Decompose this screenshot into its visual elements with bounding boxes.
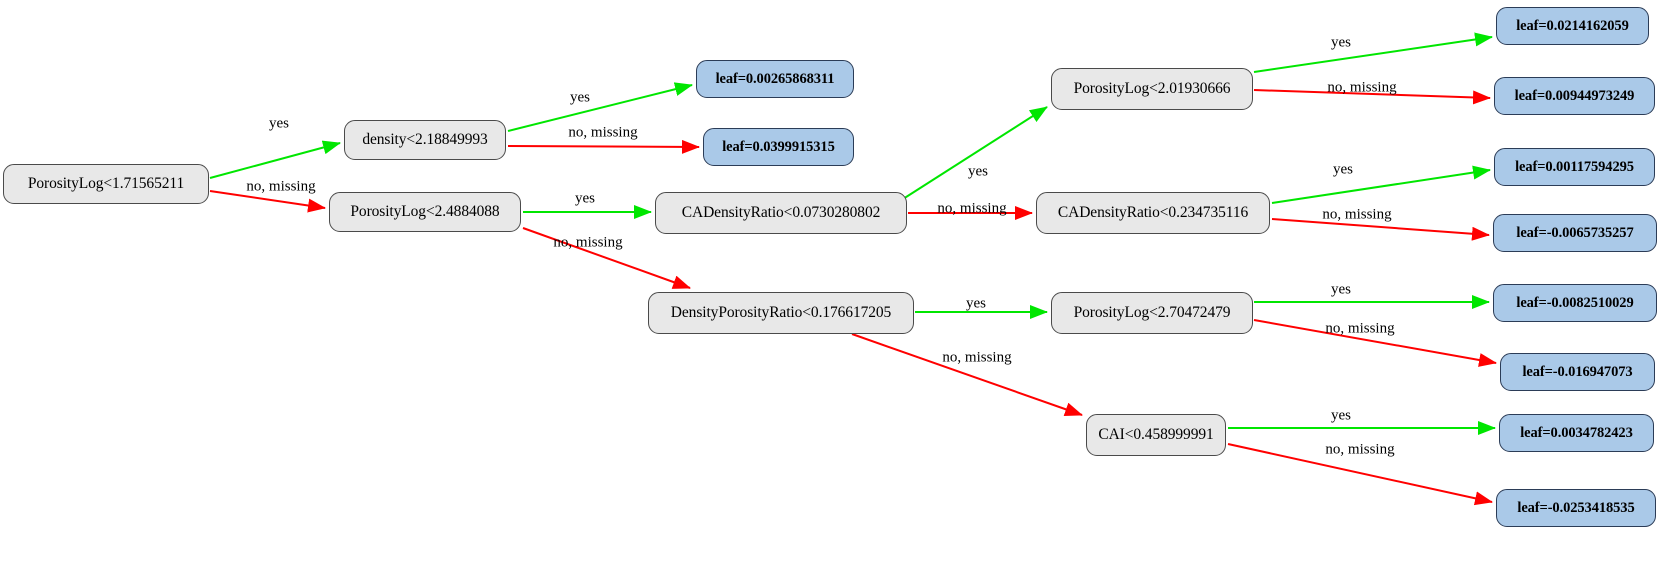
edge-label-yes: yes bbox=[1331, 281, 1351, 298]
edge-label-yes: yes bbox=[269, 115, 289, 132]
tree-edge-yes-n5-to-n7 bbox=[902, 106, 1048, 200]
edge-label-no: no, missing bbox=[1322, 206, 1392, 223]
edge-label-yes: yes bbox=[1333, 161, 1353, 178]
decision-node-n8[interactable]: CADensityRatio<0.234735116 bbox=[1036, 192, 1270, 234]
leaf-node-n4[interactable]: leaf=0.0399915315 bbox=[703, 128, 854, 166]
decision-node-n1[interactable]: density<2.18849993 bbox=[344, 120, 506, 160]
tree-edge-yes-n0-to-n1 bbox=[209, 140, 341, 179]
edge-label-no: no, missing bbox=[1327, 79, 1397, 96]
decision-node-n2[interactable]: PorosityLog<2.4884088 bbox=[329, 192, 521, 232]
tree-edge-no-n7-to-n12 bbox=[1253, 89, 1491, 105]
edge-layer bbox=[209, 32, 1497, 506]
node-label: PorosityLog<2.70472479 bbox=[1073, 304, 1231, 322]
edge-label-yes: yes bbox=[570, 89, 590, 106]
edge-label-yes: yes bbox=[968, 163, 988, 180]
edge-label-no: no, missing bbox=[1325, 320, 1395, 337]
tree-edge-no-n6-to-n10 bbox=[851, 333, 1083, 416]
node-label: leaf=0.00265868311 bbox=[715, 70, 835, 87]
edge-label-no: no, missing bbox=[246, 178, 316, 195]
leaf-node-n13[interactable]: leaf=0.00117594295 bbox=[1494, 148, 1655, 186]
edge-label-yes: yes bbox=[575, 190, 595, 207]
tree-edge-no-n8-to-n14 bbox=[1271, 218, 1490, 241]
node-label: leaf=-0.0253418535 bbox=[1517, 499, 1635, 516]
node-label: PorosityLog<2.01930666 bbox=[1073, 80, 1231, 98]
edge-label-no: no, missing bbox=[1325, 441, 1395, 458]
leaf-node-n18[interactable]: leaf=-0.0253418535 bbox=[1496, 489, 1656, 527]
node-label: leaf=0.00944973249 bbox=[1514, 87, 1635, 104]
tree-edge-yes-n8-to-n13 bbox=[1271, 165, 1491, 204]
tree-edge-no-n1-to-n4 bbox=[507, 139, 700, 154]
edge-label-no: no, missing bbox=[942, 349, 1012, 366]
node-label: density<2.18849993 bbox=[362, 131, 488, 149]
tree-edge-no-n0-to-n2 bbox=[209, 190, 326, 213]
tree-edge-yes-n1-to-n3 bbox=[507, 82, 693, 132]
leaf-node-n11[interactable]: leaf=0.0214162059 bbox=[1496, 7, 1649, 45]
edge-label-yes: yes bbox=[966, 295, 986, 312]
edge-label-no: no, missing bbox=[937, 200, 1007, 217]
edge-label-no: no, missing bbox=[553, 234, 623, 251]
tree-edge-no-n10-to-n18 bbox=[1227, 443, 1493, 506]
decision-node-n10[interactable]: CAI<0.458999991 bbox=[1086, 414, 1226, 456]
node-label: CADensityRatio<0.234735116 bbox=[1057, 204, 1249, 222]
decision-node-n7[interactable]: PorosityLog<2.01930666 bbox=[1051, 68, 1253, 110]
decision-node-n0[interactable]: PorosityLog<1.71565211 bbox=[3, 164, 209, 204]
leaf-node-n3[interactable]: leaf=0.00265868311 bbox=[696, 60, 854, 98]
node-label: leaf=-0.016947073 bbox=[1522, 363, 1633, 380]
tree-edge-yes-n7-to-n11 bbox=[1253, 32, 1493, 73]
node-label: CAI<0.458999991 bbox=[1098, 426, 1214, 444]
node-label: leaf=0.0399915315 bbox=[722, 138, 835, 155]
node-label: DensityPorosityRatio<0.176617205 bbox=[670, 304, 892, 322]
decision-node-n5[interactable]: CADensityRatio<0.0730280802 bbox=[655, 192, 907, 234]
leaf-node-n17[interactable]: leaf=0.0034782423 bbox=[1499, 414, 1654, 452]
node-label: PorosityLog<1.71565211 bbox=[27, 175, 185, 193]
node-label: leaf=0.0214162059 bbox=[1516, 17, 1629, 34]
leaf-node-n12[interactable]: leaf=0.00944973249 bbox=[1494, 77, 1655, 115]
tree-edge-no-n2-to-n6 bbox=[522, 227, 691, 289]
node-label: leaf=0.0034782423 bbox=[1520, 424, 1633, 441]
leaf-node-n15[interactable]: leaf=-0.0082510029 bbox=[1493, 284, 1657, 322]
node-label: CADensityRatio<0.0730280802 bbox=[681, 204, 881, 222]
node-label: leaf=-0.0082510029 bbox=[1516, 294, 1634, 311]
node-label: leaf=-0.0065735257 bbox=[1516, 224, 1634, 241]
decision-node-n9[interactable]: PorosityLog<2.70472479 bbox=[1051, 292, 1253, 334]
edge-label-no: no, missing bbox=[568, 124, 638, 141]
decision-node-n6[interactable]: DensityPorosityRatio<0.176617205 bbox=[648, 292, 914, 334]
tree-edge-no-n9-to-n16 bbox=[1253, 319, 1497, 367]
node-label: PorosityLog<2.4884088 bbox=[350, 203, 500, 221]
leaf-node-n14[interactable]: leaf=-0.0065735257 bbox=[1493, 214, 1657, 252]
edge-label-yes: yes bbox=[1331, 34, 1351, 51]
edge-label-yes: yes bbox=[1331, 407, 1351, 424]
node-label: leaf=0.00117594295 bbox=[1515, 158, 1634, 175]
leaf-node-n16[interactable]: leaf=-0.016947073 bbox=[1500, 353, 1655, 391]
